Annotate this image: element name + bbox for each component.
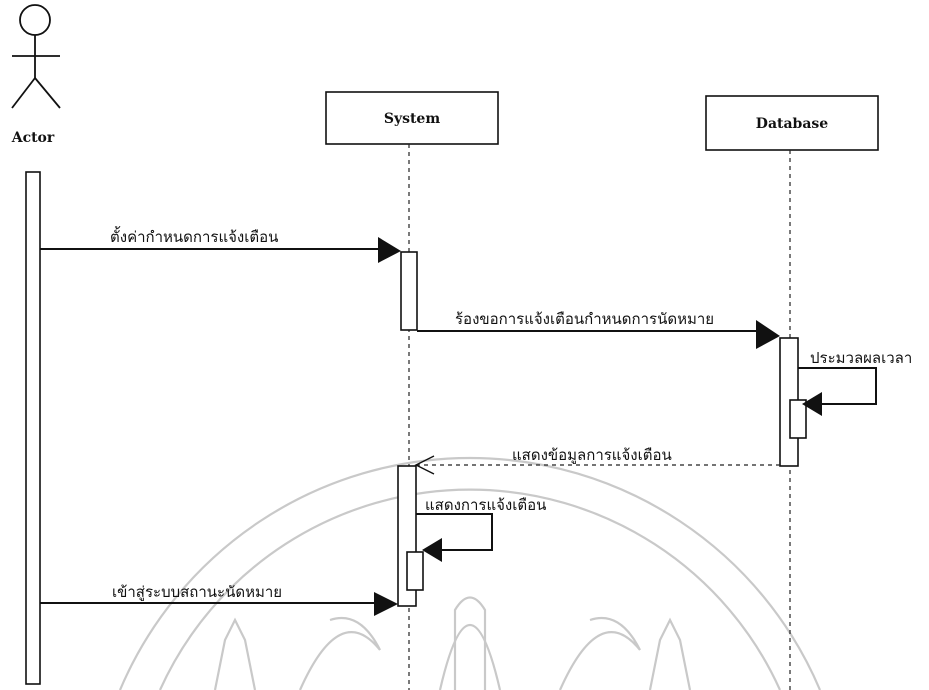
- message-6-arrow: [40, 592, 398, 616]
- system-self-activation: [406, 551, 424, 591]
- message-4-label: แสดงข้อมูลการแจ้งเตือน: [512, 446, 672, 464]
- message-6-label: เข้าสู่ระบบสถานะนัดหมาย: [112, 583, 282, 601]
- message-3-label: ประมวลผลเวลา: [810, 349, 912, 367]
- message-4-return-arrow: [414, 455, 780, 475]
- database-self-activation: [789, 399, 807, 439]
- message-1-arrow: [40, 237, 401, 263]
- system-box: [325, 91, 499, 145]
- database-label: Database: [756, 116, 828, 132]
- message-1-label: ตั้งค่ากำหนดการแจ้งเตือน: [110, 226, 278, 246]
- message-3-self-arrow: [798, 367, 877, 416]
- database-box: [705, 95, 879, 151]
- message-5-label: แสดงการแจ้งเตือน: [425, 496, 546, 514]
- actor-head: [19, 4, 51, 36]
- actor-figure: [11, 4, 61, 109]
- message-2-label: ร้องขอการแจ้งเตือนกำหนดการนัดหมาย: [455, 310, 714, 328]
- watermark-emblem: [118, 456, 822, 690]
- actor-label: Actor: [11, 130, 55, 146]
- message-2-arrow: [417, 320, 780, 349]
- system-label: System: [384, 111, 441, 127]
- system-activation-1: [400, 251, 418, 331]
- actor-activation: [25, 171, 41, 685]
- message-5-self-arrow: [416, 513, 493, 562]
